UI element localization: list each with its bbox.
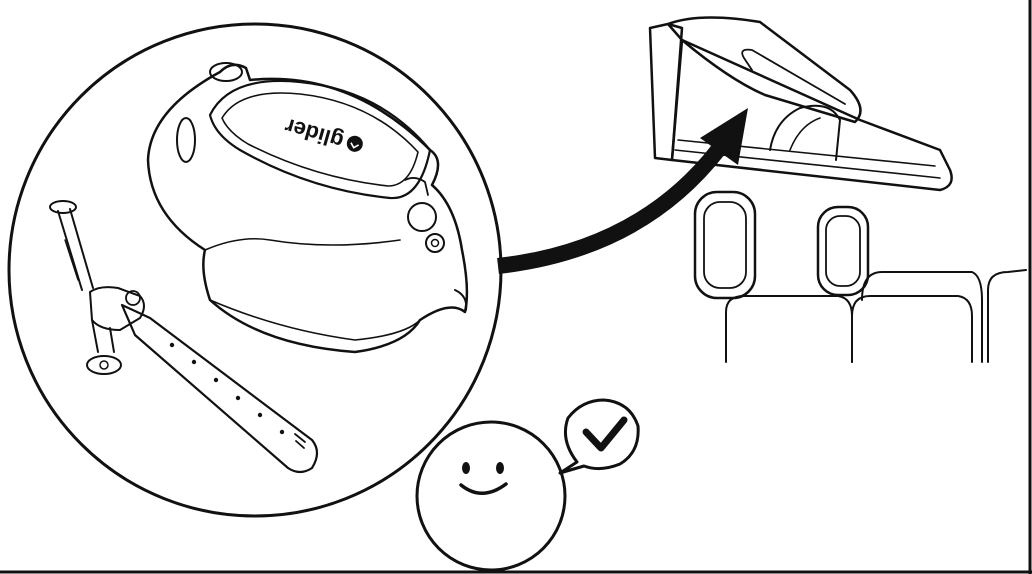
check-speech-bubble (560, 400, 638, 473)
brand-logo: glider (281, 113, 365, 159)
glider-case: glider (148, 63, 467, 352)
smiley-face (417, 422, 565, 570)
smile-mouth (461, 484, 506, 493)
curved-arrow (498, 108, 748, 266)
brand-text: glider (281, 113, 346, 154)
left-eye (462, 462, 470, 474)
detail-circle (9, 24, 501, 516)
check-icon (586, 420, 624, 448)
right-eye (496, 462, 504, 474)
cabin-windows (695, 192, 868, 298)
overhead-bin (650, 17, 952, 190)
cabin-seats (726, 270, 1026, 362)
